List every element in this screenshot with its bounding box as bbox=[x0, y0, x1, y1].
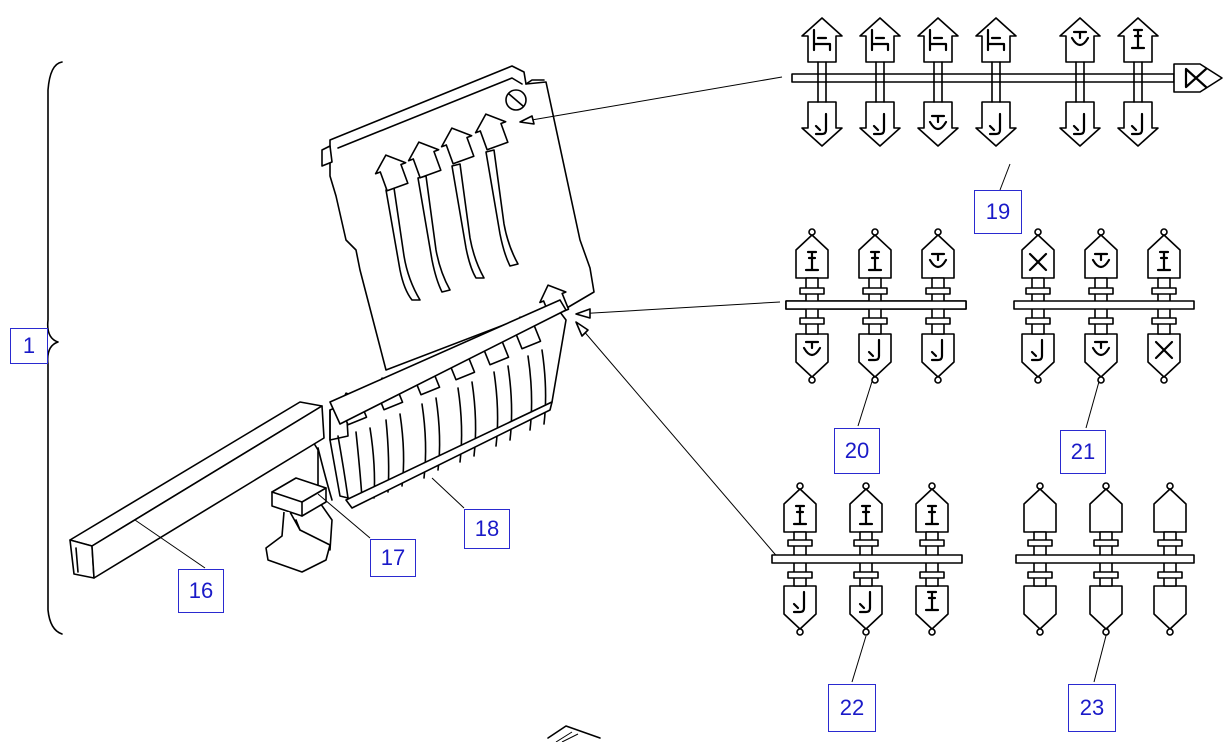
callout-22: 22 bbox=[828, 684, 876, 732]
sprue-22 bbox=[771, 482, 963, 636]
callout-1: 1 bbox=[10, 328, 48, 364]
callout-18: 18 bbox=[464, 509, 510, 549]
callout-21: 21 bbox=[1060, 430, 1106, 474]
spray-pattern-icon bbox=[1184, 67, 1208, 89]
sprue-21 bbox=[1013, 228, 1195, 384]
sprue-20 bbox=[785, 228, 967, 384]
callout-17: 17 bbox=[370, 539, 416, 577]
main-keyboard-assembly bbox=[69, 65, 595, 579]
sprue-19 bbox=[791, 17, 1223, 147]
callout-20: 20 bbox=[834, 428, 880, 474]
callout-19: 19 bbox=[974, 190, 1022, 234]
callout-23: 23 bbox=[1068, 684, 1116, 732]
sprue-23 bbox=[1015, 482, 1195, 636]
leader-lines bbox=[134, 76, 1109, 683]
callout-16: 16 bbox=[178, 569, 224, 613]
assembly-brace bbox=[46, 61, 63, 635]
